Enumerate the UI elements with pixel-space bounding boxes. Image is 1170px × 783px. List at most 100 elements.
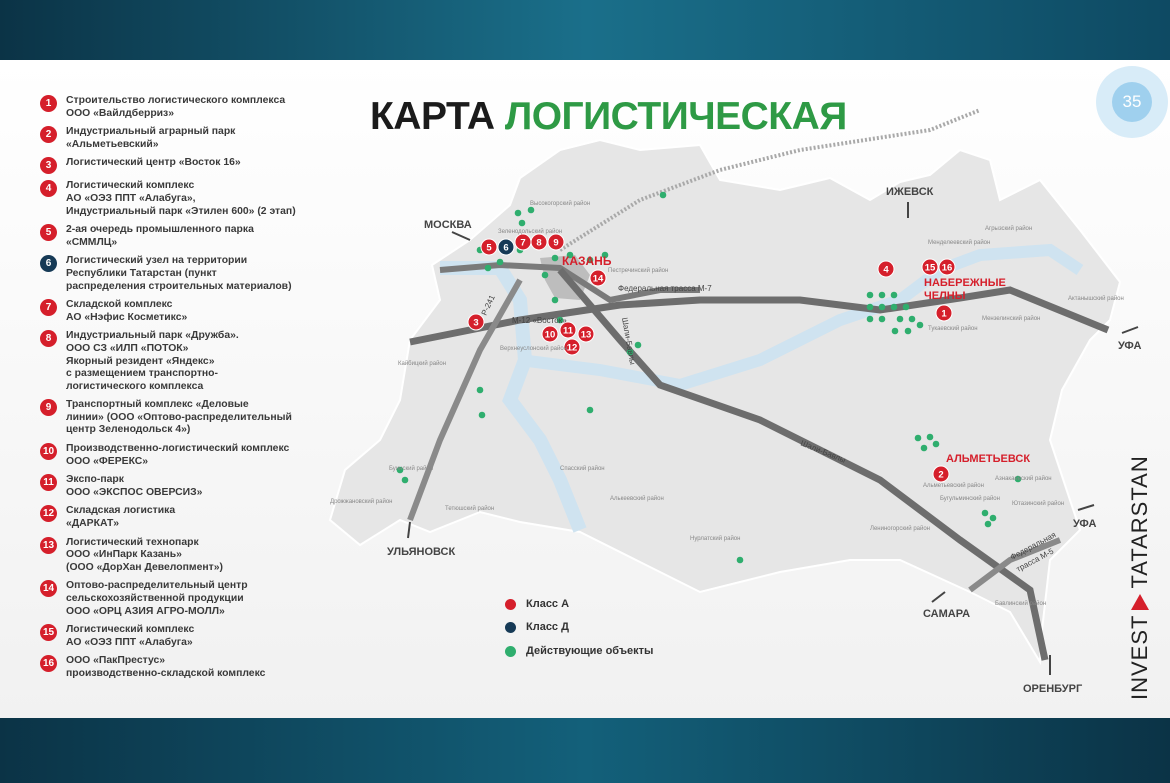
city-moscow: МОСКВА	[424, 219, 472, 231]
legend-operating: Действующие объекты	[505, 645, 653, 657]
marker-number: 1	[941, 309, 947, 320]
operating-object-dot	[891, 327, 899, 335]
operating-object-dot	[890, 291, 898, 299]
marker-number: 7	[520, 238, 525, 249]
operating-object-dot	[878, 291, 886, 299]
object-description: Складской комплекс АО «Нэфис Косметикс»	[66, 299, 188, 323]
city-samara: САМАРА	[923, 608, 970, 620]
marker-circle	[577, 325, 595, 343]
marker-number-icon: 10	[40, 443, 57, 461]
map-marker[interactable]: 16	[938, 258, 956, 276]
marker-number-icon: 1	[40, 95, 57, 112]
marker-circle	[932, 465, 950, 483]
operating-object-dot	[866, 303, 874, 311]
map-marker[interactable]: 8	[530, 233, 548, 251]
marker-circle	[497, 238, 515, 256]
operating-object-dot	[496, 258, 504, 266]
district-label: Альметьевский район	[923, 482, 984, 489]
map-marker[interactable]: 14	[589, 269, 607, 287]
district-label: Верхнеуслонский район	[500, 345, 567, 352]
marker-number: 9	[553, 238, 558, 249]
marker-circle	[547, 233, 565, 251]
district-label: Мензелинский район	[982, 315, 1040, 322]
map-marker[interactable]: 10	[541, 325, 559, 343]
object-description: Складская логистика «ДАРКАТ»	[66, 505, 176, 530]
district-label: Бавлинский район	[995, 600, 1046, 607]
map-marker[interactable]: 9	[547, 233, 565, 251]
marker-number-icon: 5	[40, 224, 57, 242]
marker-number-icon: 4	[40, 180, 57, 198]
operating-object-dot	[551, 254, 559, 262]
district-label: Дрожжановский район	[330, 498, 392, 505]
map-marker[interactable]: 6	[497, 238, 515, 256]
legend-label: Класс А	[526, 598, 570, 610]
district-label: Спасский район	[560, 465, 605, 472]
map-marker[interactable]: 5	[480, 238, 498, 256]
volga-river	[440, 261, 587, 533]
objects-list: 1 Строительство логистического комплекса …	[40, 95, 330, 687]
operating-object-dot	[878, 303, 886, 311]
marker-circle	[530, 233, 548, 251]
city-ufa-1: УФА	[1118, 340, 1142, 352]
operating-object-dot	[984, 520, 992, 528]
marker-circle	[921, 258, 939, 276]
map-marker[interactable]: 2	[932, 465, 950, 483]
road-m5	[968, 537, 1062, 593]
city-ulyanovsk: УЛЬЯНОВСК	[387, 546, 456, 558]
map-marker[interactable]: 4	[877, 260, 895, 278]
marker-number-icon: 2	[40, 126, 57, 144]
operating-object-dot	[902, 303, 910, 311]
map-marker[interactable]: 12	[563, 338, 581, 356]
marker-number: 11	[563, 326, 574, 337]
district-label: Бугульминский район	[940, 495, 1000, 502]
marker-number-icon: 15	[40, 624, 57, 642]
operating-object-dot	[866, 315, 874, 323]
list-item: 4 Логистический комплекс АО «ОЭЗ ППТ «Ала…	[40, 180, 330, 218]
object-description: Логистический комплекс АО «ОЭЗ ППТ «Алаб…	[66, 180, 296, 217]
district-label: Ютазинский район	[1012, 500, 1064, 507]
city-chelny-2: ЧЕЛНЫ	[924, 290, 966, 302]
district-label: Высокогорский район	[530, 200, 590, 207]
city-orenburg: ОРЕНБУРГ	[1023, 683, 1083, 695]
operating-object-dot	[904, 327, 912, 335]
map-marker[interactable]: 1	[935, 304, 953, 322]
district-label: Менделеевский район	[928, 239, 990, 246]
object-description: Строительство логистического комплекса О…	[66, 95, 286, 119]
operating-object-dot	[401, 476, 409, 484]
brand-left: INVEST	[1127, 614, 1152, 700]
road-label-m12: М-12 «Восток»	[512, 316, 567, 325]
district-label: Тукаевский район	[928, 325, 978, 332]
map-marker[interactable]: 15	[921, 258, 939, 276]
operating-object-dot	[586, 406, 594, 414]
map-marker[interactable]: 13	[577, 325, 595, 343]
operating-object-dot	[566, 251, 574, 259]
page-number: 35	[1112, 82, 1152, 122]
map-marker[interactable]: 7	[514, 233, 532, 251]
road-m7	[409, 286, 1110, 346]
background-top	[0, 0, 1170, 60]
marker-number: 15	[925, 263, 936, 274]
map-marker[interactable]: 3	[467, 313, 485, 331]
operating-object-dot	[551, 296, 559, 304]
marker-number: 16	[942, 263, 953, 274]
object-description: Транспортный комплекс «Деловые линии» (О…	[66, 399, 292, 436]
operating-object-dot	[556, 316, 564, 324]
marker-number: 5	[486, 243, 492, 254]
district-label: Агрызский район	[985, 225, 1032, 232]
operating-object-dot	[878, 315, 886, 323]
operating-object-dot	[634, 341, 642, 349]
marker-number-icon: 14	[40, 580, 57, 598]
object-description: Логистический центр «Восток 16»	[66, 157, 241, 169]
title-part-2: ЛОГИСТИЧЕСКАЯ	[504, 95, 847, 138]
map-marker[interactable]: 11	[559, 321, 577, 339]
marker-circle	[935, 304, 953, 322]
object-description: Экспо-парк ООО «ЭКСПОС ОВЕРСИЗ»	[66, 474, 203, 498]
city-izhevsk: ИЖЕВСК	[886, 186, 934, 198]
district-label: Актанышский район	[1068, 295, 1124, 302]
legend-label: Действующие объекты	[526, 645, 654, 657]
